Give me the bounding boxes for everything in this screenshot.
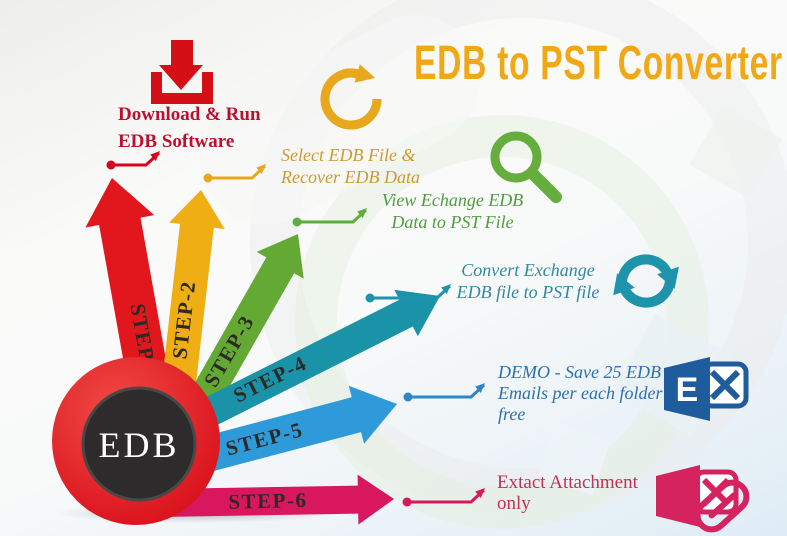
- step-5-arrow: [165, 385, 397, 482]
- download-icon: [151, 40, 213, 104]
- step-icons: E: [151, 40, 750, 533]
- caption-line: Extact Attachment: [497, 472, 638, 493]
- caption-line: EDB Software: [118, 130, 235, 152]
- caption-line: free: [498, 404, 526, 425]
- step-5-leader: [403, 383, 486, 402]
- exchange-logo-icon: E: [664, 357, 749, 421]
- step-3-leader: [292, 208, 368, 227]
- edb-ball-text: EDB: [99, 425, 180, 465]
- step-6-caption: Extact Attachment only: [497, 472, 638, 515]
- step-6-leader: [402, 488, 486, 507]
- caption-line: only: [497, 493, 531, 515]
- caption-line: Data to PST File: [391, 211, 514, 232]
- magnifier-icon: [490, 131, 562, 203]
- exchange-logo-letter: E: [676, 371, 699, 409]
- caption-line: Recover EDB Data: [281, 166, 420, 187]
- step-2-leader: [203, 164, 267, 183]
- step-3-caption: View Echange EDB Data to PST File: [370, 190, 535, 234]
- step-6-arrow: [159, 474, 394, 525]
- edb-ball: EDB: [52, 357, 220, 525]
- step-6-label: STEP-6: [228, 488, 308, 514]
- leader-lines: [106, 151, 486, 507]
- step-4-leader: [365, 284, 452, 303]
- caption-line: EDB file to PST file: [456, 281, 600, 302]
- sync-arrows-icon: [613, 254, 679, 308]
- caption-line: DEMO - Save 25 EDB: [498, 362, 661, 382]
- paperclip-icon: [694, 479, 750, 533]
- page-title: EDB to PST Converter: [414, 37, 783, 90]
- caption-line: View Echange EDB: [381, 190, 524, 210]
- step-1-leader: [106, 151, 161, 170]
- step-5-caption: DEMO - Save 25 EDB Emails per each folde…: [498, 362, 662, 426]
- step-2-caption: Select EDB File & Recover EDB Data: [281, 145, 420, 189]
- caption-line: Emails per each folder: [498, 383, 663, 404]
- step-4-caption: Convert Exchange EDB file to PST file: [452, 260, 604, 304]
- exchange-attachment-icon: [656, 465, 750, 533]
- caption-line: Convert Exchange: [461, 260, 595, 280]
- edb-ball-inner: [81, 386, 197, 502]
- caption-line: Select EDB File &: [281, 145, 416, 165]
- caption-line: Download & Run: [118, 104, 261, 125]
- step-4-arrow: [161, 289, 441, 447]
- step-1-caption: Download & Run EDB Software: [118, 102, 261, 155]
- refresh-arrow-icon: [320, 64, 382, 130]
